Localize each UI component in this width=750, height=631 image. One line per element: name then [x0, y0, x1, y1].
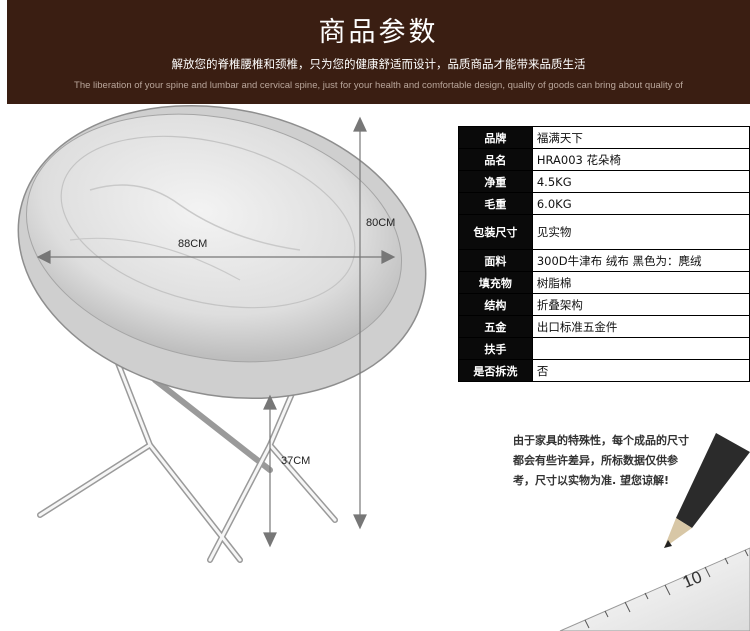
spec-value: 见实物 — [531, 214, 750, 250]
spec-value: 树脂棉 — [531, 271, 750, 294]
spec-value: 6.0KG — [531, 192, 750, 215]
ruler-graphic — [559, 547, 750, 631]
spec-row: 结构折叠架构 — [458, 293, 750, 316]
height-label: 80CM — [366, 217, 396, 229]
spec-value: 300D牛津布 绒布 黑色为：麂绒 — [531, 249, 750, 272]
spec-row: 品牌福满天下 — [458, 126, 750, 149]
chair-seat — [17, 104, 427, 400]
spec-label: 品牌 — [458, 126, 533, 149]
header-banner: 商品参数 解放您的脊椎腰椎和颈椎，只为您的健康舒适而设计，品质商品才能带来品质生… — [7, 0, 750, 104]
spec-value — [531, 337, 750, 360]
seat-height-label: 37CM — [281, 455, 311, 467]
spec-row: 扶手 — [458, 337, 750, 360]
spec-value: 否 — [531, 359, 750, 382]
spec-label: 填充物 — [458, 271, 533, 294]
pencil-graphic — [664, 433, 750, 548]
spec-label: 是否拆洗 — [458, 359, 533, 382]
spec-label: 包装尺寸 — [458, 214, 533, 250]
size-disclaimer-note: 由于家具的特殊性，每个成品的尺寸都会有些许差异，所标数据仅供参考，尺寸以实物为准… — [513, 434, 689, 487]
spec-row: 填充物树脂棉 — [458, 271, 750, 294]
spec-label: 结构 — [458, 293, 533, 316]
width-label: 88CM — [178, 238, 208, 250]
spec-label: 毛重 — [458, 192, 533, 215]
spec-label: 品名 — [458, 148, 533, 171]
page-subtitle: 解放您的脊椎腰椎和颈椎，只为您的健康舒适而设计，品质商品才能带来品质生活 — [171, 57, 586, 71]
page-subtitle-en: The liberation of your spine and lumbar … — [74, 80, 683, 91]
spec-value: 出口标准五金件 — [531, 315, 750, 338]
spec-row: 五金出口标准五金件 — [458, 315, 750, 338]
spec-value: 4.5KG — [531, 170, 750, 193]
spec-value: 福满天下 — [531, 126, 750, 149]
spec-value: HRA003 花朵椅 — [531, 148, 750, 171]
page-title: 商品参数 — [318, 17, 439, 48]
spec-label: 净重 — [458, 170, 533, 193]
spec-label: 五金 — [458, 315, 533, 338]
dimension-lines — [36, 116, 396, 548]
spec-label: 扶手 — [458, 337, 533, 360]
spec-label: 面料 — [458, 249, 533, 272]
spec-row: 是否拆洗否 — [458, 359, 750, 382]
spec-value: 折叠架构 — [531, 293, 750, 316]
spec-row: 包装尺寸见实物 — [458, 214, 750, 250]
